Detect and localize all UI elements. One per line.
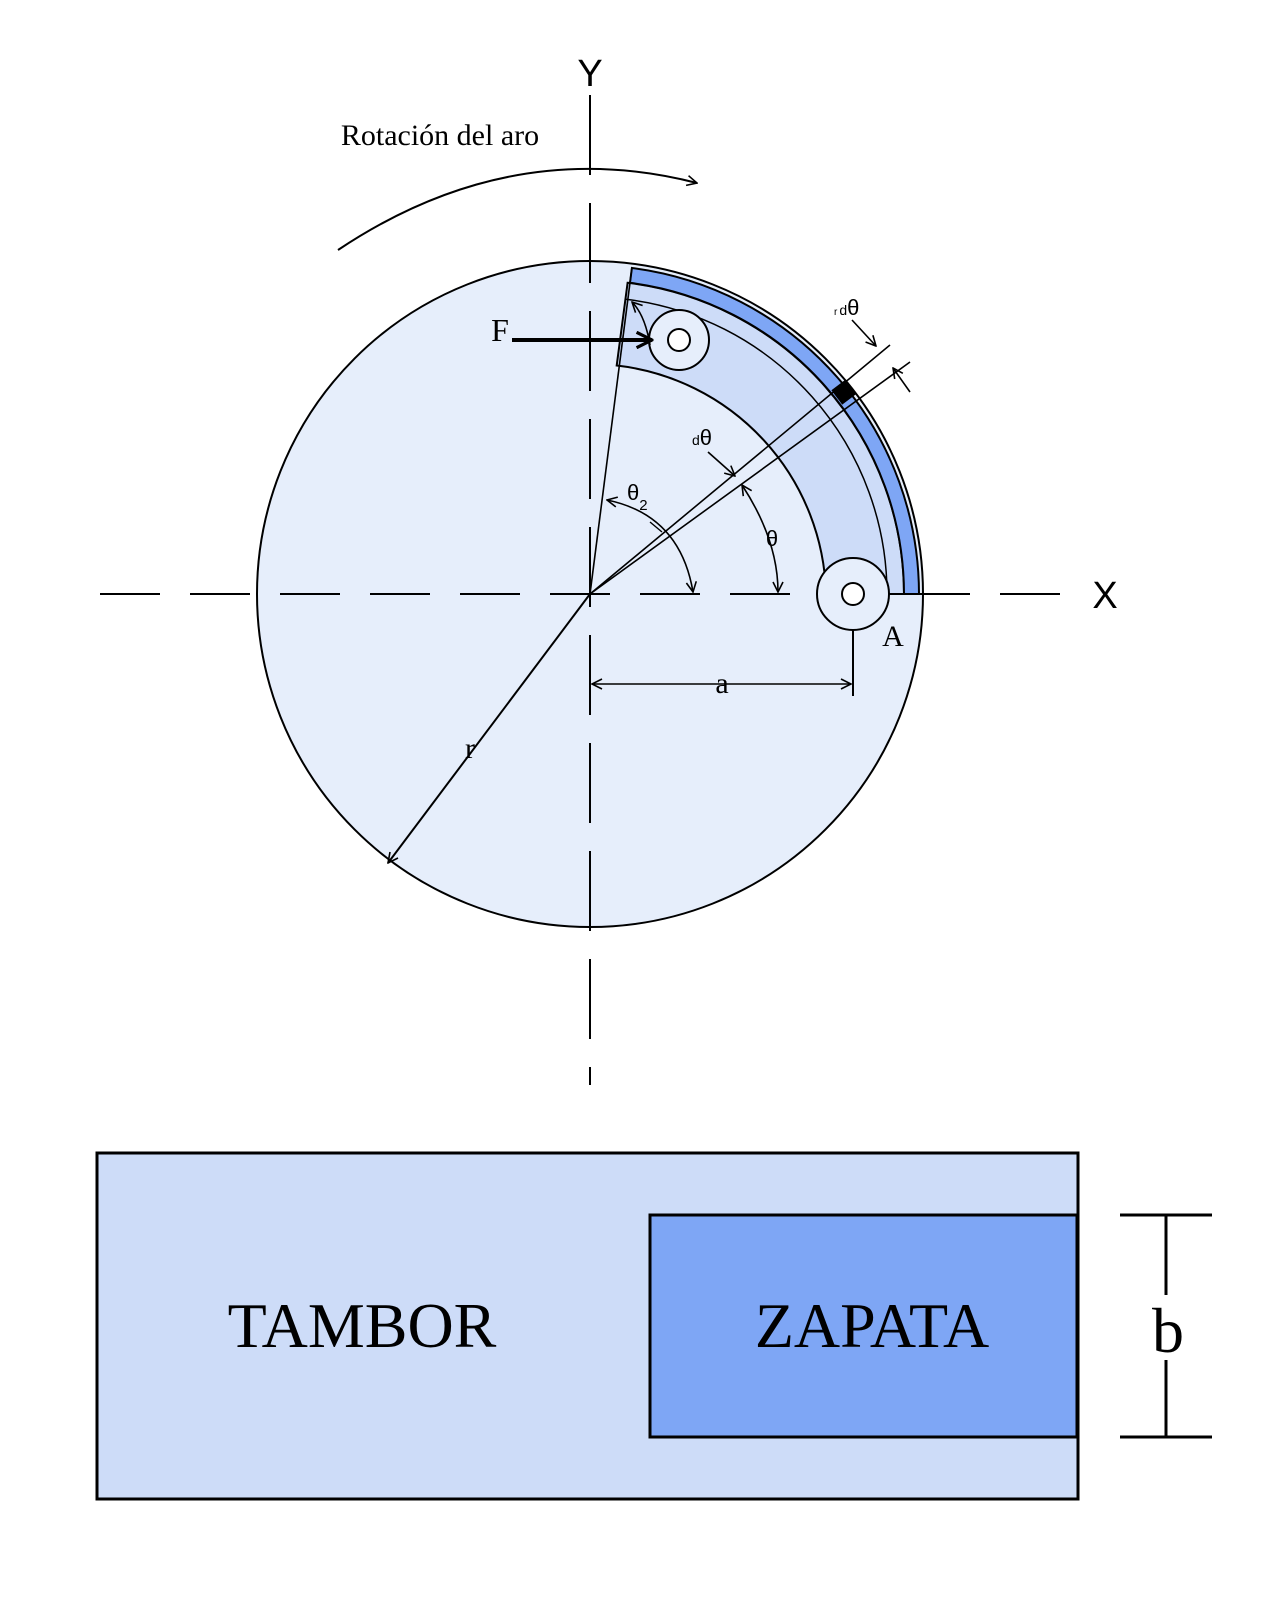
- dtheta-d: d: [692, 432, 700, 448]
- rdtheta-leader-top: [851, 319, 876, 346]
- force-label: F: [491, 312, 509, 348]
- shoe-label: ZAPATA: [755, 1290, 989, 1361]
- rdtheta-leader-bottom: [893, 368, 911, 393]
- radius-line: [388, 593, 591, 863]
- radius-r-label: r: [465, 732, 475, 765]
- rdtheta-d: d: [839, 302, 847, 318]
- theta2-label: θ2: [627, 480, 648, 514]
- x-axis-label: X: [1092, 575, 1117, 617]
- theta-label: θ: [766, 526, 778, 551]
- rdtheta-r: r: [834, 307, 838, 318]
- lining-element: [831, 379, 857, 405]
- drum-label: TAMBOR: [228, 1290, 497, 1361]
- dtheta-symbol: θ: [700, 425, 712, 450]
- theta2-top-arc: [632, 302, 651, 346]
- theta2-line: [589, 266, 633, 595]
- pivot-pin-inner: [841, 582, 865, 606]
- theta2-leader: [649, 521, 663, 533]
- y-axis-label: Y: [577, 53, 602, 95]
- shoe-section: [648, 1213, 1079, 1439]
- width-b-label: b: [1152, 1295, 1184, 1366]
- pivot-label: A: [882, 620, 904, 653]
- theta2-arc: [607, 500, 693, 592]
- theta2-subscript: 2: [639, 497, 647, 514]
- theta2-symbol: θ: [627, 480, 639, 505]
- distance-a-label: a: [715, 667, 728, 700]
- rdtheta-symbol: θ: [847, 295, 859, 320]
- rotation-label: Rotación del aro: [341, 119, 539, 152]
- rotation-arrow: [337, 167, 697, 251]
- dtheta-leader: [707, 451, 735, 476]
- actuation-pin-inner: [667, 328, 691, 352]
- theta-arc: [742, 485, 778, 592]
- dtheta-label: dθ: [692, 425, 712, 450]
